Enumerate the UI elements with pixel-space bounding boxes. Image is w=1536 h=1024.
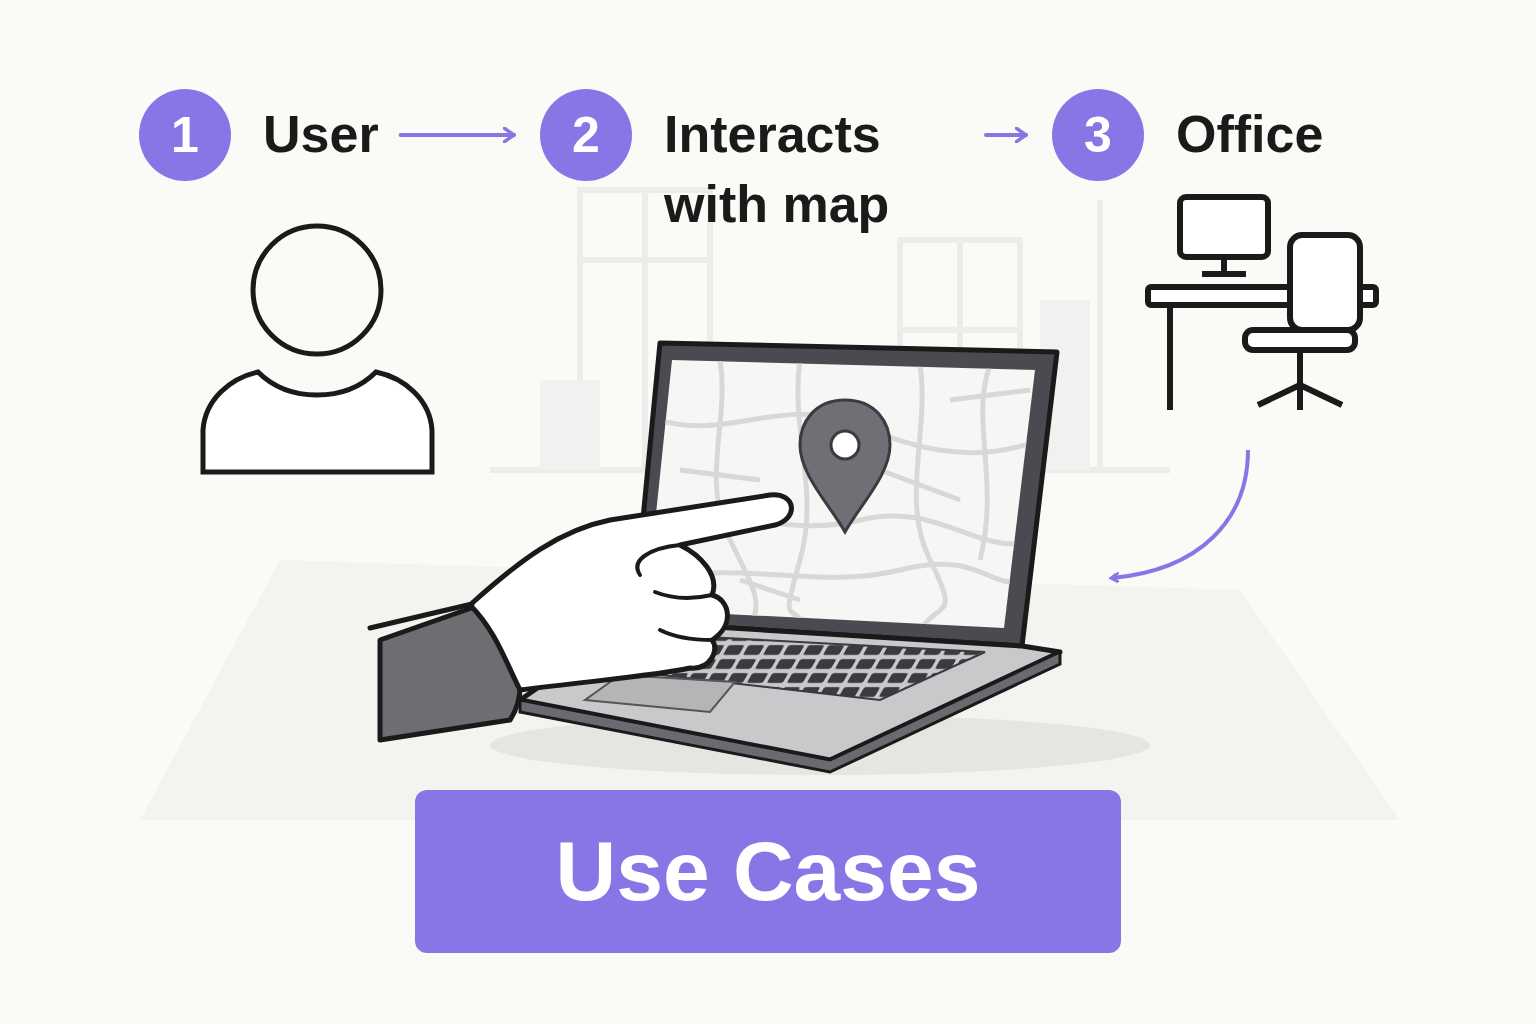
flow-arrow: [986, 133, 1026, 137]
step-node: 3 Office: [1052, 89, 1323, 181]
step-label: Interacts with map: [664, 99, 964, 239]
title-button: Use Cases: [415, 790, 1121, 953]
button-label: Use Cases: [556, 823, 981, 920]
step-number: 1: [139, 89, 231, 181]
office-icon: [1148, 197, 1376, 410]
step-node: 1 User: [139, 89, 379, 181]
step-node: 2 Interacts with map: [540, 89, 964, 239]
return-arrow: [1112, 450, 1248, 578]
step-label: Office: [1176, 99, 1323, 169]
step-label: User: [263, 99, 379, 169]
user-icon: [203, 226, 432, 472]
flow-arrow: [401, 133, 514, 137]
step-number: 2: [540, 89, 632, 181]
step-number: 3: [1052, 89, 1144, 181]
pointing-hand: [370, 495, 791, 740]
